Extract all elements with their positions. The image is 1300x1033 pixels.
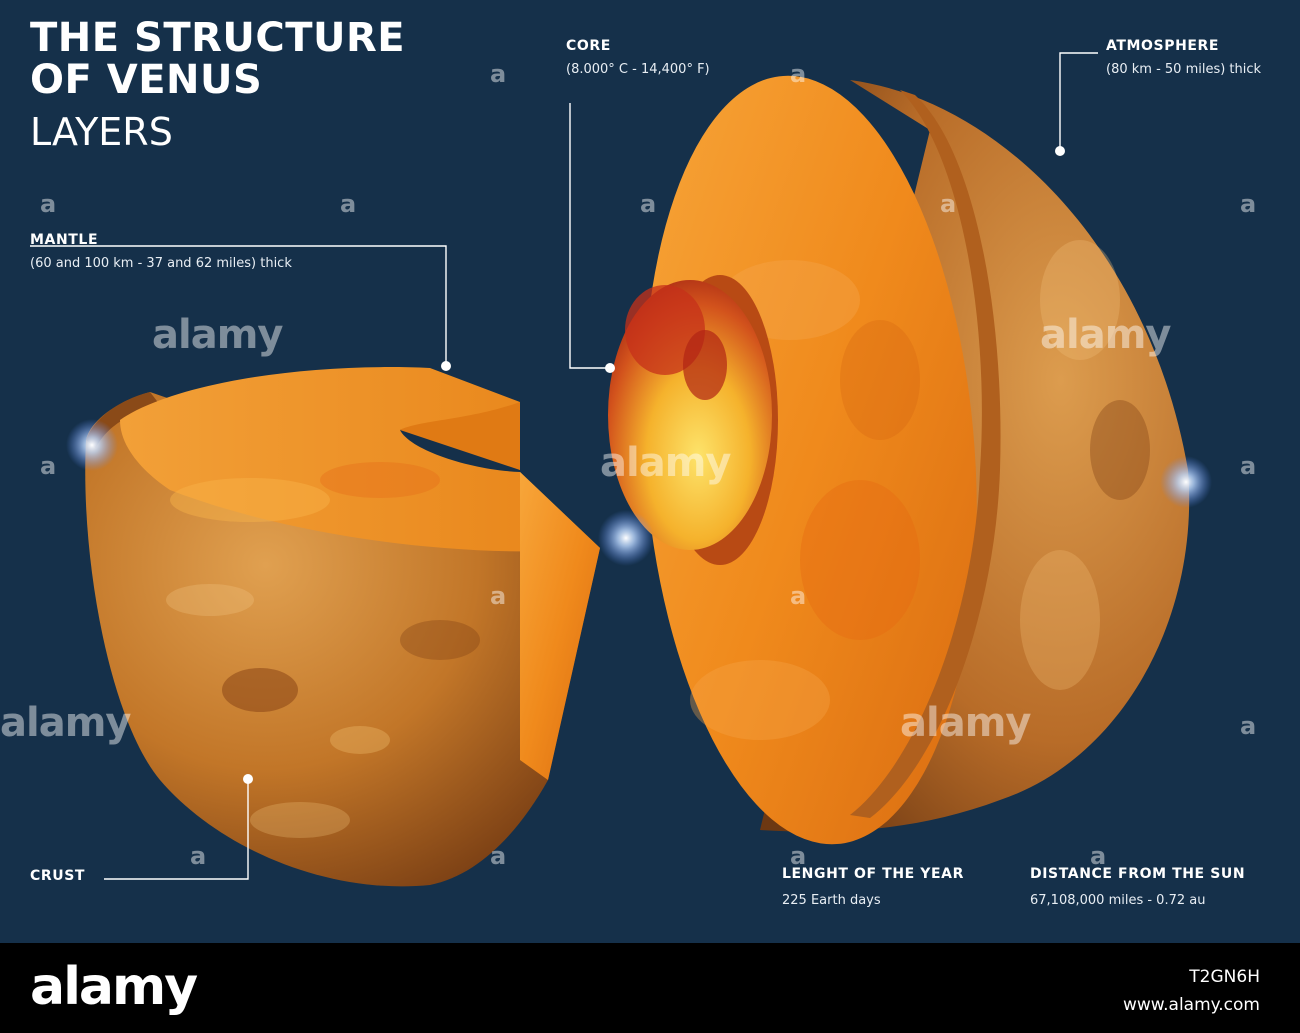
watermark-mark: a bbox=[1240, 190, 1257, 218]
year-value: 225 Earth days bbox=[782, 893, 881, 908]
right-hemisphere bbox=[608, 75, 1190, 845]
leader-lines bbox=[30, 52, 1098, 880]
watermark: alamy bbox=[600, 440, 731, 486]
venus-illustration bbox=[30, 52, 1212, 887]
left-mantle-face-2 bbox=[520, 472, 600, 780]
right-mantle-disk bbox=[643, 75, 977, 845]
distance-value: 67,108,000 miles - 0.72 au bbox=[1030, 893, 1206, 908]
left-hemisphere bbox=[85, 367, 600, 887]
watermark-mark: a bbox=[340, 190, 357, 218]
watermark-mark: a bbox=[790, 842, 807, 870]
core-leader bbox=[569, 103, 608, 369]
watermark: alamy bbox=[900, 700, 1031, 746]
title-line-1: THE STRUCTURE bbox=[30, 15, 406, 61]
watermark-mark: a bbox=[640, 190, 657, 218]
image-id: T2GN6H bbox=[1189, 967, 1260, 987]
watermark-mark: a bbox=[190, 842, 207, 870]
watermark-mark: a bbox=[40, 452, 57, 480]
left-glow bbox=[66, 419, 118, 471]
center-glow bbox=[598, 510, 654, 566]
title-line-2: OF VENUS bbox=[30, 57, 263, 103]
crust-heading: CRUST bbox=[30, 868, 86, 884]
watermark-mark: a bbox=[490, 842, 507, 870]
core-detail: (8.000° C - 14,400° F) bbox=[566, 62, 710, 77]
watermark-mark: a bbox=[1240, 712, 1257, 740]
watermark: alamy bbox=[0, 700, 131, 746]
crust-leader bbox=[104, 780, 249, 880]
watermark: alamy bbox=[152, 312, 283, 358]
watermark-mark: a bbox=[490, 582, 507, 610]
atmosphere-heading: ATMOSPHERE bbox=[1106, 38, 1220, 54]
watermark-mark: a bbox=[490, 60, 507, 88]
leader-dots bbox=[243, 146, 1065, 784]
left-mantle-top bbox=[120, 367, 600, 552]
watermark: alamy bbox=[1040, 312, 1171, 358]
watermark-mark: a bbox=[40, 190, 57, 218]
right-crust-edge bbox=[850, 90, 1001, 818]
right-glow bbox=[1160, 456, 1212, 508]
footer-logo[interactable]: alamy bbox=[30, 957, 198, 1017]
mantle-detail: (60 and 100 km - 37 and 62 miles) thick bbox=[30, 256, 292, 271]
atmosphere-detail: (80 km - 50 miles) thick bbox=[1106, 62, 1262, 77]
footer-url[interactable]: www.alamy.com bbox=[1122, 995, 1260, 1015]
atmosphere-dot bbox=[1055, 146, 1065, 156]
core-heading: CORE bbox=[566, 38, 611, 54]
watermark-mark: a bbox=[1090, 842, 1107, 870]
atmosphere-leader bbox=[1059, 52, 1098, 150]
distance-heading: DISTANCE FROM THE SUN bbox=[1030, 866, 1246, 882]
title-subtitle: LAYERS bbox=[30, 110, 173, 154]
watermark-mark: a bbox=[790, 60, 807, 88]
footer-bar: alamy T2GN6H www.alamy.com bbox=[0, 943, 1300, 1033]
mantle-dot bbox=[441, 361, 451, 371]
year-heading: LENGHT OF THE YEAR bbox=[782, 866, 964, 882]
left-mantle-face-1 bbox=[400, 402, 520, 470]
watermark-mark: a bbox=[940, 190, 957, 218]
core-dot bbox=[605, 363, 615, 373]
watermark-mark: a bbox=[1240, 452, 1257, 480]
crust-dot bbox=[243, 774, 253, 784]
watermark-mark: a bbox=[790, 582, 807, 610]
mantle-heading: MANTLE bbox=[30, 232, 99, 248]
mantle-leader bbox=[30, 245, 447, 365]
diagram-canvas: THE STRUCTURE OF VENUS LAYERS CORE (8.00… bbox=[0, 0, 1300, 943]
